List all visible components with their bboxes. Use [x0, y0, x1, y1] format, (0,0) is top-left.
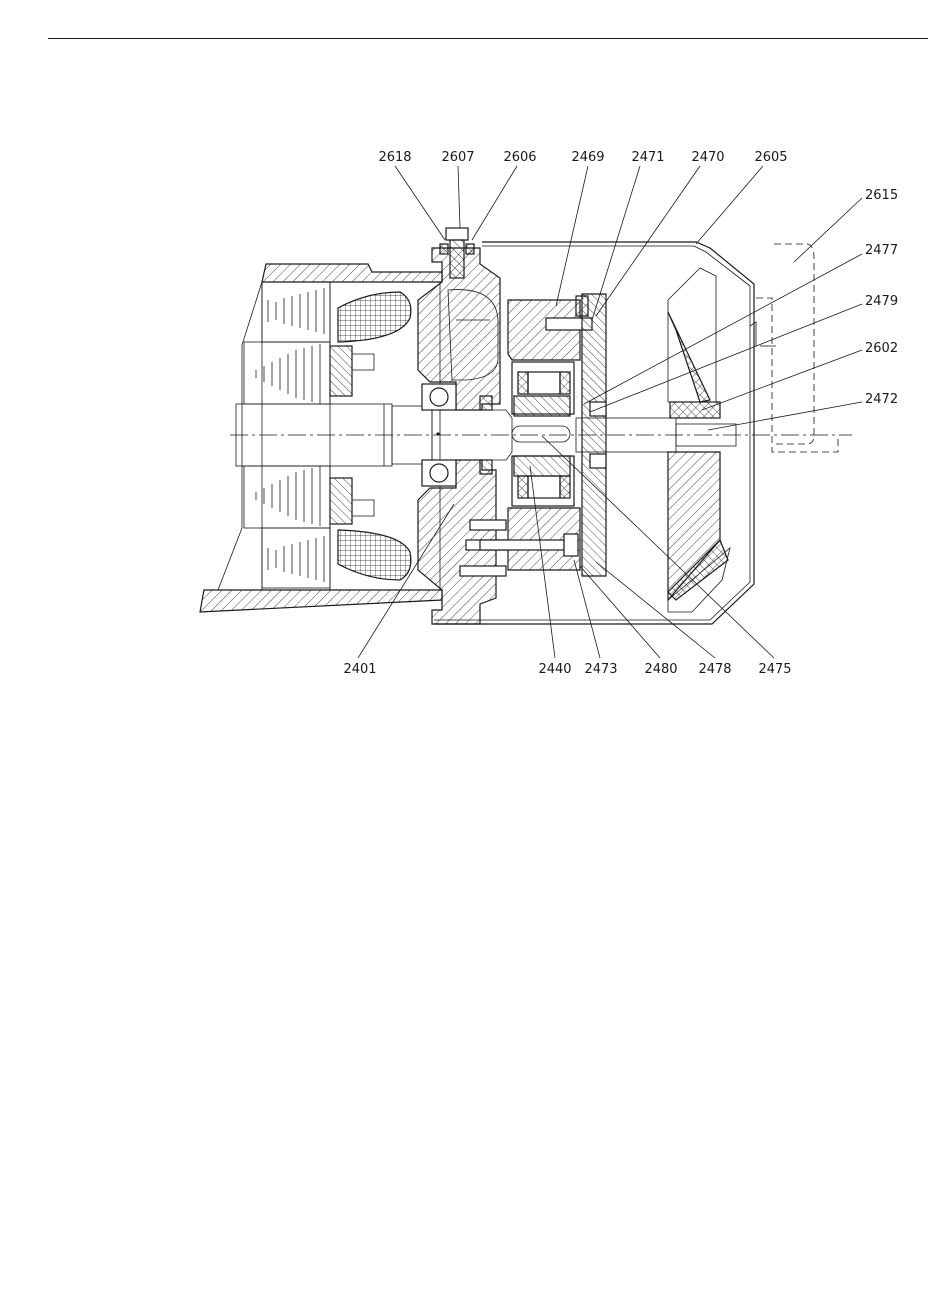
bearing-housing [418, 228, 506, 624]
callout-2605: 2605 [754, 150, 787, 165]
leader-lines [358, 166, 862, 658]
callout-2475: 2475 [758, 662, 791, 677]
callout-2479: 2479 [865, 294, 898, 309]
callout-2440: 2440 [538, 662, 571, 677]
callout-2607: 2607 [441, 150, 474, 165]
callout-2606: 2606 [503, 150, 536, 165]
callout-2473: 2473 [584, 662, 617, 677]
callout-2480: 2480 [644, 662, 677, 677]
callout-2615: 2615 [865, 188, 898, 203]
callout-2477: 2477 [865, 243, 898, 258]
callout-2469: 2469 [571, 150, 604, 165]
callout-2470: 2470 [691, 150, 724, 165]
callouts-right: 2615 2477 2479 2602 2472 [865, 188, 898, 407]
callout-2472: 2472 [865, 392, 898, 407]
callouts-bottom: 2401 2440 2473 2480 2478 2475 [343, 662, 791, 677]
callout-2478: 2478 [698, 662, 731, 677]
callouts-top: 2618 2607 2606 2469 2471 2470 2605 [378, 150, 787, 165]
callout-2401: 2401 [343, 662, 376, 677]
callout-2471: 2471 [631, 150, 664, 165]
callout-2618: 2618 [378, 150, 411, 165]
callout-2602: 2602 [865, 341, 898, 356]
